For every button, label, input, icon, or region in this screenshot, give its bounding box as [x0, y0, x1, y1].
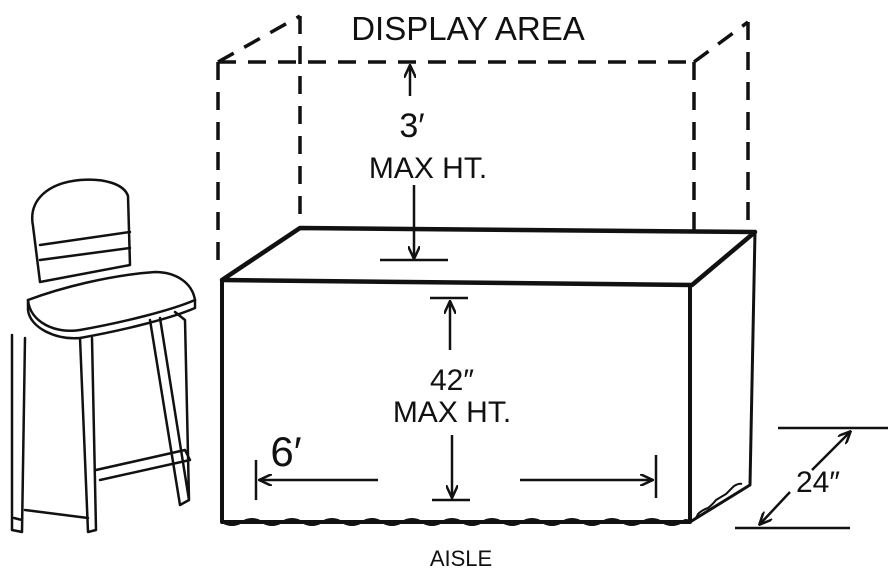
stool-backrest — [30, 178, 132, 284]
top-height-caption: MAX HT. — [369, 152, 487, 185]
table-height-caption: MAX HT. — [393, 396, 511, 429]
stool-seat-edge — [26, 298, 197, 340]
stool-backrest-inner — [38, 230, 132, 262]
stool-legs — [10, 310, 192, 534]
table-top — [219, 225, 758, 288]
width-value: 6′ — [270, 428, 301, 475]
table-skirt-side — [689, 482, 743, 523]
table-skirt-front — [221, 518, 691, 526]
display-area-outline — [216, 14, 750, 270]
width-dimension — [254, 455, 658, 500]
depth-dimension — [735, 426, 888, 530]
top-height-dimension — [380, 66, 448, 262]
table-height-dimension — [430, 296, 470, 502]
display-area-label: DISPLAY AREA — [351, 10, 585, 47]
table-side — [689, 231, 757, 524]
table — [219, 225, 758, 526]
bar-stool — [10, 178, 197, 534]
table-front — [220, 280, 692, 524]
aisle-label: AISLE — [430, 546, 492, 571]
table-height-value: 42″ — [430, 364, 474, 397]
stool-seat — [26, 270, 197, 332]
top-height-value: 3′ — [399, 107, 424, 145]
depth-value: 24″ — [796, 466, 840, 499]
